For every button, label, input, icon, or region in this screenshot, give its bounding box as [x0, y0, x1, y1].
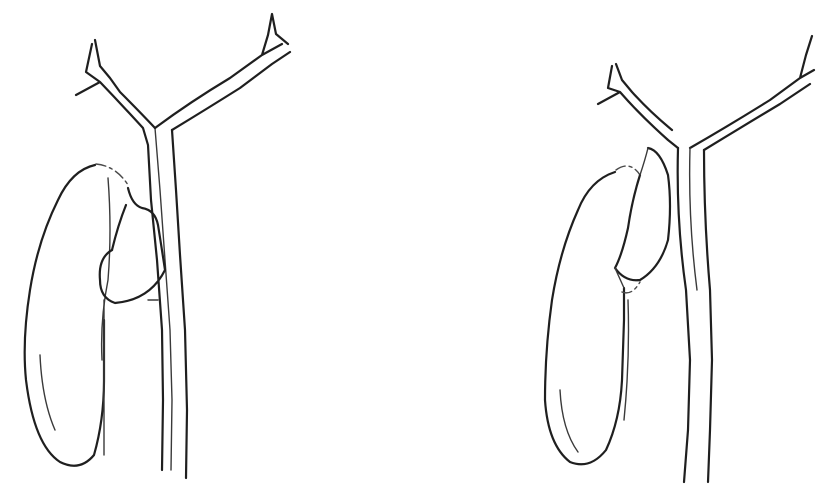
- right-gallbladder: [545, 166, 640, 464]
- right-panel: [545, 36, 814, 482]
- left-bile-duct: [76, 14, 290, 478]
- left-panel: [25, 14, 290, 478]
- left-gallbladder: [25, 164, 128, 466]
- right-cystic-pouch: [615, 148, 670, 293]
- right-bile-duct: [598, 36, 814, 482]
